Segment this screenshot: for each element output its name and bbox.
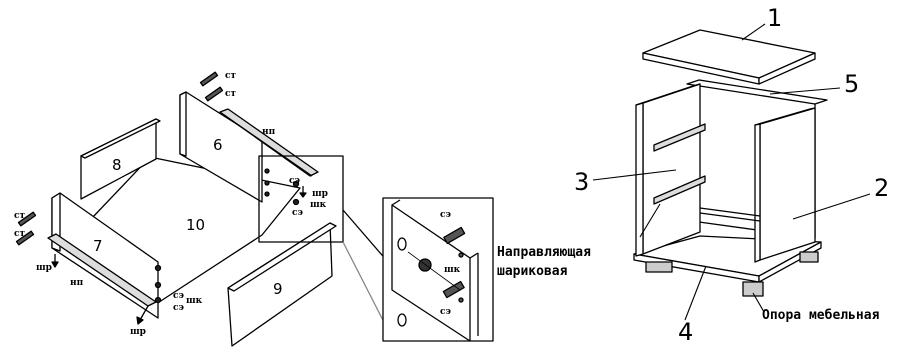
cabinet-guide-lower <box>653 175 706 205</box>
drawer-side-panel-6-edge <box>179 91 187 157</box>
hw-label-shk-1: шк <box>310 200 327 210</box>
drawer-back-panel-top <box>80 118 161 159</box>
leader-lines <box>592 23 871 321</box>
hardware-dots <box>154 168 300 304</box>
cabinet-inner-line-2 <box>699 212 761 222</box>
drawer-part-9: 9 <box>273 280 283 298</box>
detail-label-shk: шк <box>444 265 461 275</box>
cabinet-part-3: 3 <box>574 168 589 196</box>
hw-label-ct-2: ст <box>225 89 236 99</box>
callout-leader-2 <box>342 241 389 331</box>
cabinet-support-front <box>742 281 764 297</box>
hw-label-se-2: сэ <box>292 208 303 218</box>
cabinet-inner-line-1 <box>699 207 761 217</box>
drawer-part-10: 10 <box>186 216 205 234</box>
cabinet-part-2: 2 <box>874 174 889 202</box>
cabinet-guide-upper <box>653 123 706 152</box>
drawer-rail-top <box>219 108 319 177</box>
hw-label-shk-2: шк <box>186 296 203 306</box>
drawer-part-7: 7 <box>93 237 103 255</box>
hw-label-np-2: нп <box>70 278 84 288</box>
cabinet-right-panel-face <box>759 107 816 261</box>
drawer-front-panel-top <box>227 222 337 292</box>
cabinet-part-1: 1 <box>767 4 782 32</box>
cabinet-left-panel-top <box>635 83 701 106</box>
cabinet-part-5: 5 <box>844 70 859 98</box>
detail-panel <box>391 204 471 342</box>
hw-label-np-1: нп <box>262 127 276 137</box>
cabinet-back-panel-top <box>686 79 828 105</box>
hw-label-ct-3: ст <box>14 211 25 221</box>
drawer-part-6: 6 <box>213 136 223 154</box>
drawer-rail-top-line <box>223 114 313 177</box>
detail-callout-frame <box>258 155 344 243</box>
cabinet-left-panel-face <box>642 83 701 255</box>
cabinet-right-panel-top <box>754 107 816 126</box>
cabinet-support-right <box>799 251 819 263</box>
hw-label-ct-4: ст <box>14 229 25 239</box>
guide-note-line2: шариковая <box>497 264 568 279</box>
screw-group-top <box>15 71 224 246</box>
detail-hole-2 <box>397 313 407 327</box>
detail-label-se-2: сэ <box>440 307 451 317</box>
callout-leader-1 <box>342 209 389 263</box>
arrow-icons <box>51 186 307 325</box>
hw-label-se-4: сэ <box>173 303 184 313</box>
detail-hole-1 <box>397 237 407 251</box>
detail-label-se-1: сэ <box>440 210 451 220</box>
cabinet-right-panel-edge <box>754 123 761 263</box>
hw-label-shr-2: шр <box>130 327 146 337</box>
drawer-part-8: 8 <box>112 156 122 174</box>
detail-guide-line <box>407 251 461 291</box>
hw-label-se-3: сэ <box>173 291 184 301</box>
support-note: Опора мебельная <box>762 308 880 323</box>
cabinet-top-panel-edge-side <box>758 52 816 85</box>
hw-label-shr-1: шр <box>36 263 52 273</box>
hw-label-ct-1: ст <box>225 71 236 81</box>
hw-label-se-1: сэ <box>289 176 300 186</box>
hw-label-shr-3: шр <box>312 189 328 199</box>
cabinet-support-left <box>645 261 673 273</box>
cabinet-part-4: 4 <box>678 318 693 346</box>
detail-panel-edge <box>391 199 401 206</box>
guide-note-line1: Направляющая <box>497 245 591 260</box>
